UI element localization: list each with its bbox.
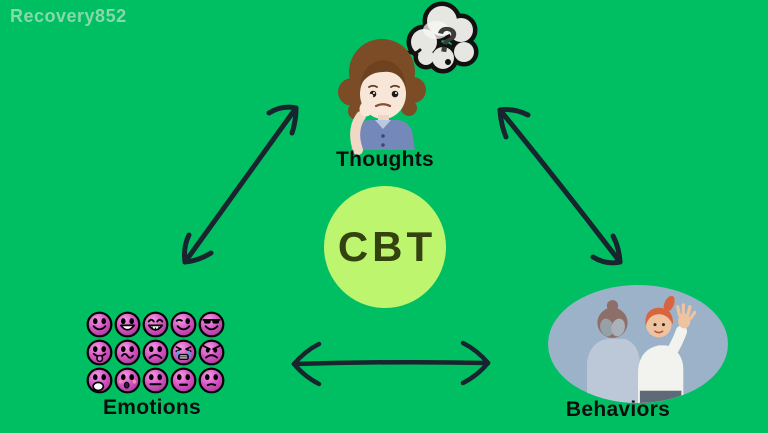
people-waving-hiding-icon xyxy=(587,295,697,403)
emotion-face-wink-icon xyxy=(170,311,197,338)
emotion-face-crying-icon xyxy=(170,339,197,366)
emotion-face-laugh-icon xyxy=(142,311,169,338)
thoughts-behaviors-arrow xyxy=(497,107,623,266)
emotion-face-neutral-icon xyxy=(142,367,169,394)
emotions-behaviors-arrow xyxy=(291,340,491,387)
emotion-face-flat-icon xyxy=(170,367,197,394)
emotion-face-confused-icon xyxy=(114,339,141,366)
thoughts-emotions-arrow xyxy=(182,104,299,265)
emotion-face-grin-icon xyxy=(114,311,141,338)
cbt-circle: CBT xyxy=(324,186,446,308)
thoughts-label: Thoughts xyxy=(335,148,435,171)
behaviors-illustration xyxy=(548,285,728,403)
emotion-face-cool-icon xyxy=(198,311,225,338)
emotions-label: Emotions xyxy=(102,396,202,419)
emotion-face-tongue-icon xyxy=(86,339,113,366)
behaviors-label: Behaviors xyxy=(565,398,671,421)
thinking-woman-illustration xyxy=(338,39,426,155)
emotions-emoji-grid xyxy=(86,311,225,394)
emotion-face-angry-icon xyxy=(198,339,225,366)
emotion-face-surprised-icon xyxy=(114,367,141,394)
emotion-face-shocked-icon xyxy=(86,367,113,394)
cbt-title: CBT xyxy=(337,223,437,270)
question-cloud-icon: ? xyxy=(406,1,479,74)
watermark: Recovery852 xyxy=(10,6,127,26)
emotion-face-sad-icon xyxy=(142,339,169,366)
emotion-face-smile-icon xyxy=(86,311,113,338)
emotion-face-hmm-icon xyxy=(198,367,225,394)
